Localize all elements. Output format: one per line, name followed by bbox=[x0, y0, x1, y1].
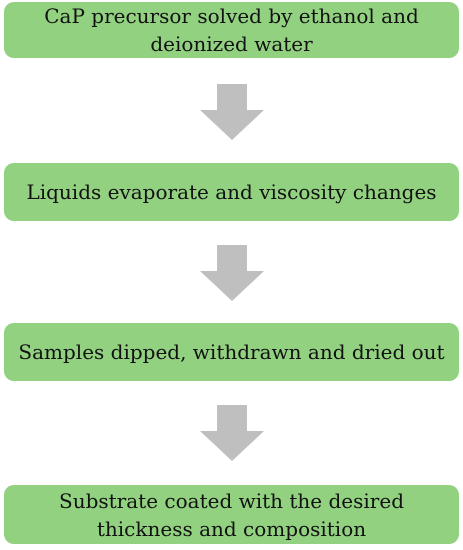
arrow-down-icon bbox=[200, 405, 264, 461]
step-box-evaporation: Liquids evaporate and viscosity changes bbox=[4, 163, 459, 221]
step-box-precursor: CaP precursor solved by ethanol and deio… bbox=[4, 2, 459, 58]
step-label-dipping: Samples dipped, withdrawn and dried out bbox=[18, 340, 445, 364]
step-box-dipping: Samples dipped, withdrawn and dried out bbox=[4, 323, 459, 381]
arrow-down-icon bbox=[200, 245, 264, 301]
step-label-coated-substrate: Substrate coated with the desired thickn… bbox=[59, 488, 404, 541]
arrow-down-icon bbox=[200, 84, 264, 140]
step-box-coated-substrate: Substrate coated with the desired thickn… bbox=[4, 485, 459, 544]
step-label-precursor: CaP precursor solved by ethanol and deio… bbox=[44, 4, 419, 56]
step-label-evaporation: Liquids evaporate and viscosity changes bbox=[26, 180, 437, 204]
